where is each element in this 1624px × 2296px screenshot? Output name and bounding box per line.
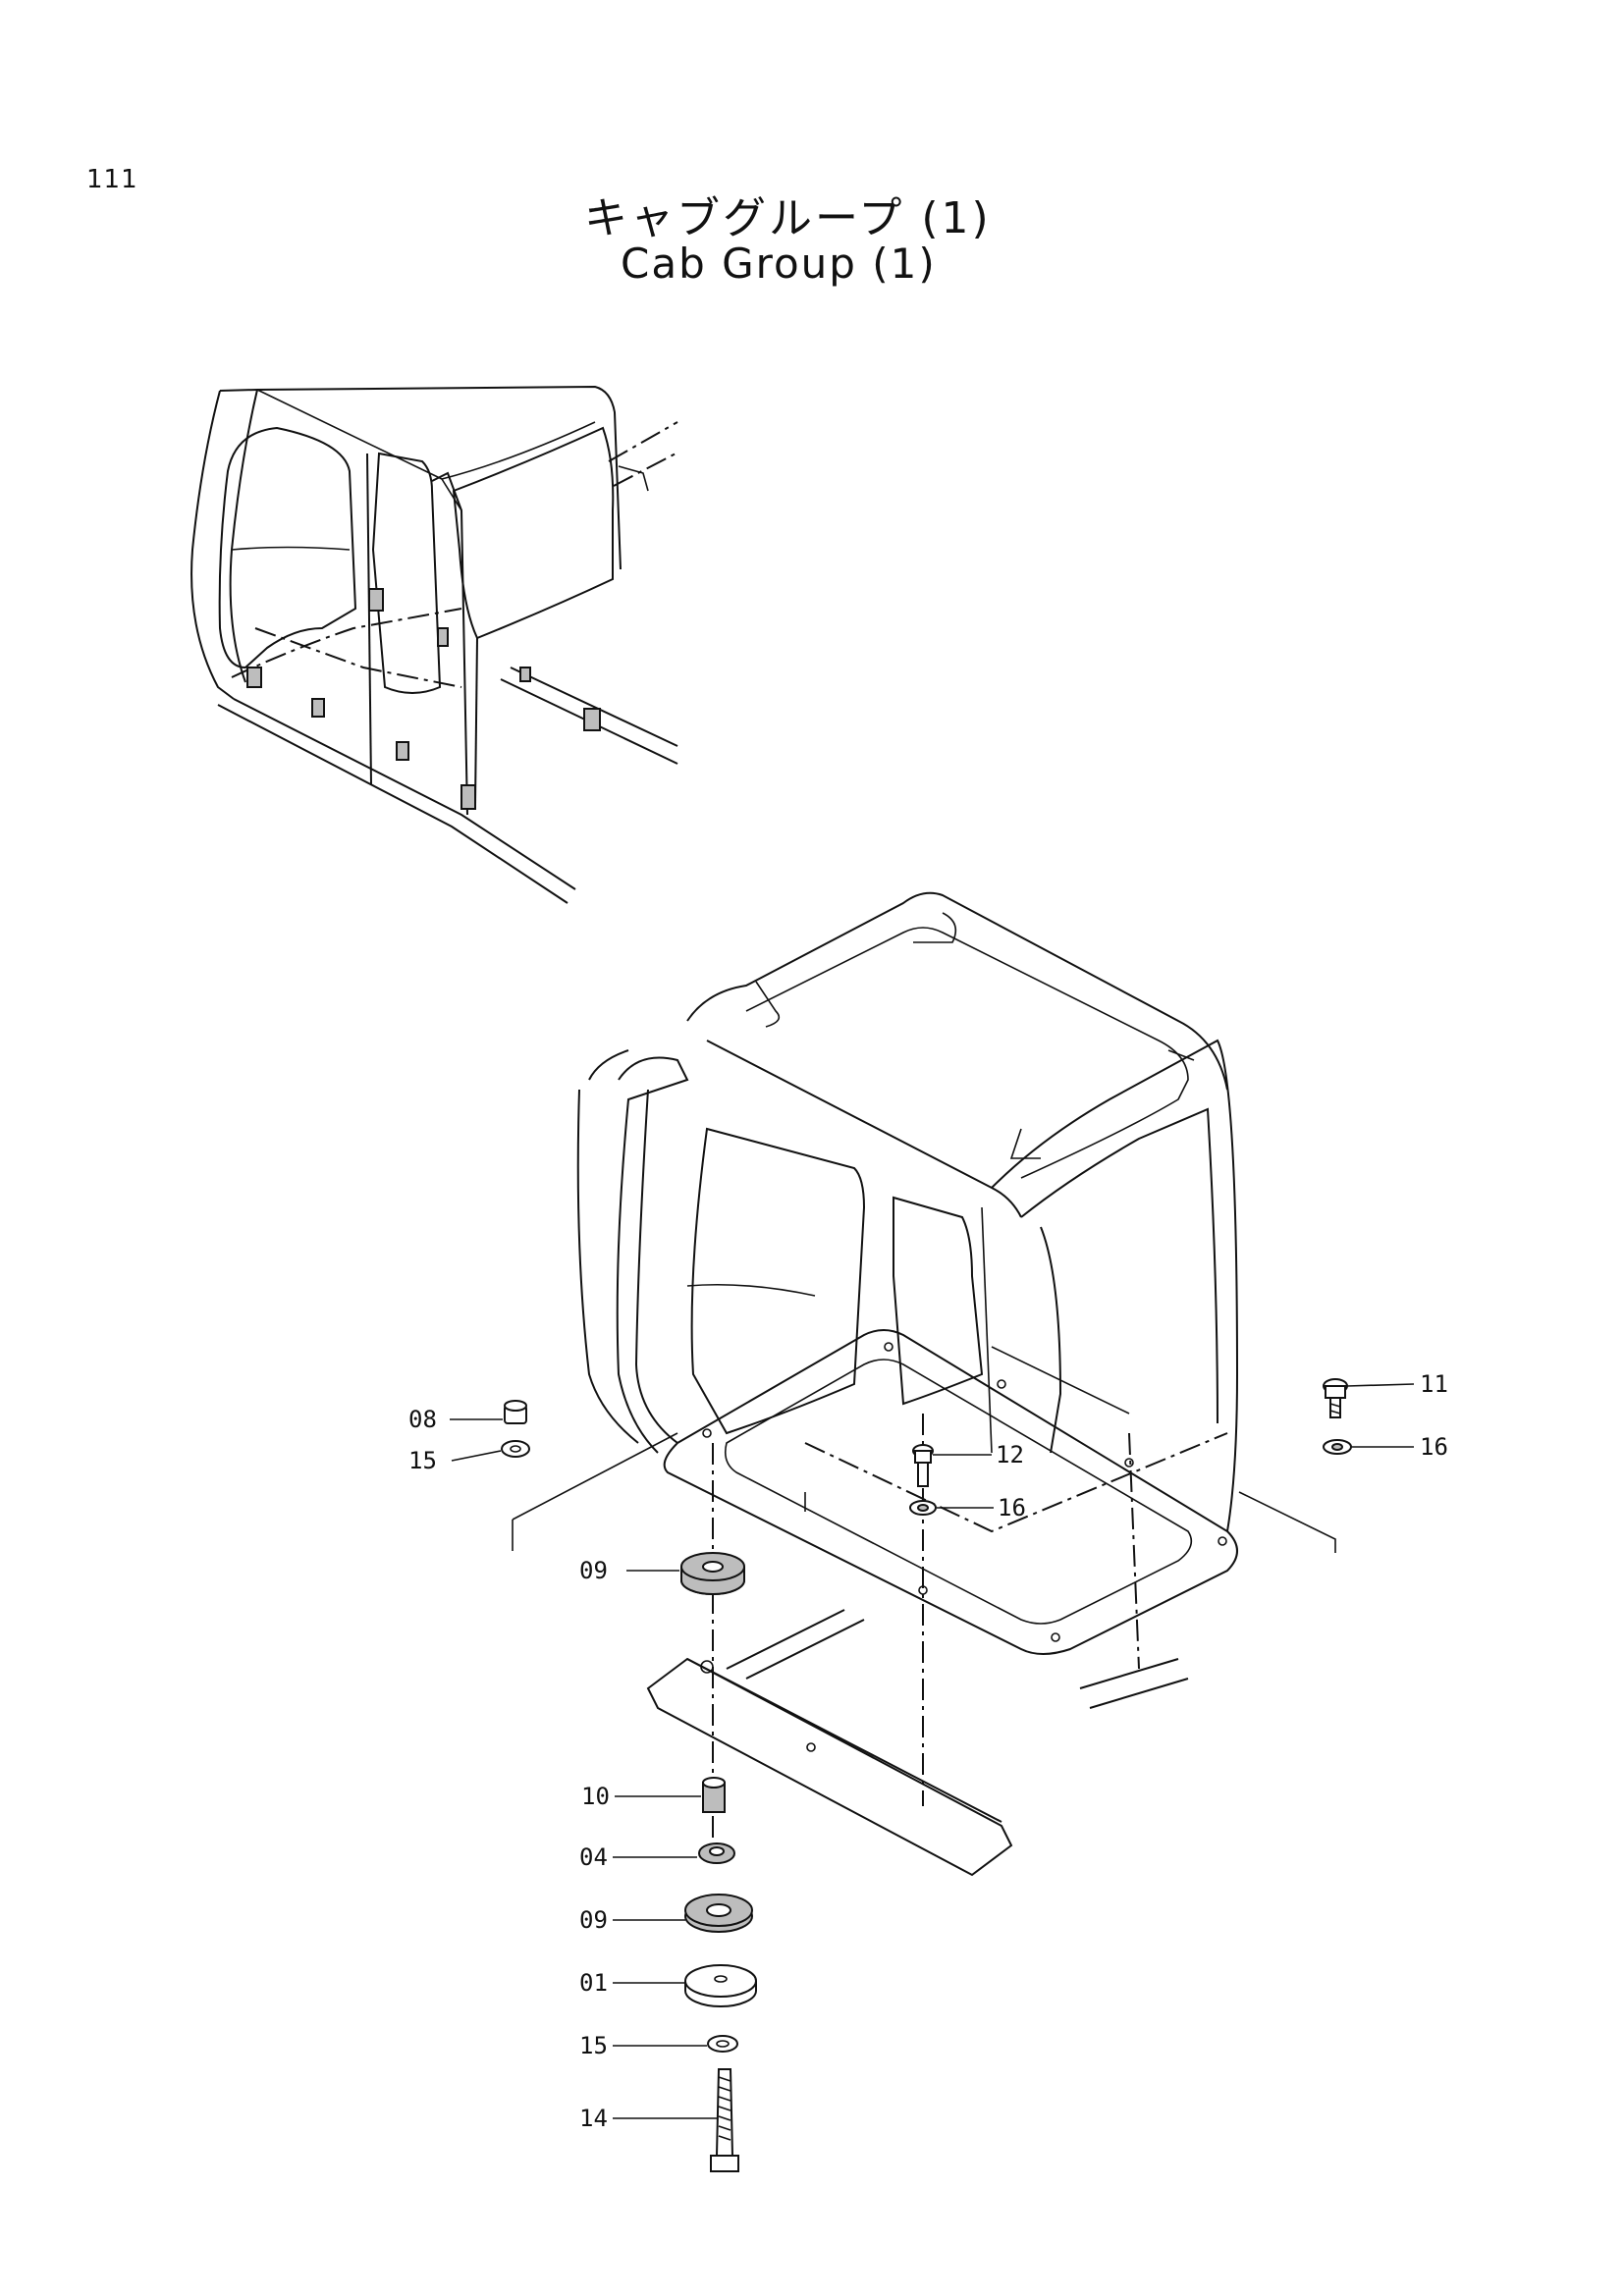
part-09-cushion-lower	[684, 1894, 753, 1933]
callout-12: 12	[996, 1441, 1024, 1468]
inset-cab-view	[190, 385, 680, 904]
callout-01: 01	[579, 1969, 608, 1997]
part-01-plate	[684, 1964, 757, 2007]
callout-04: 04	[579, 1843, 608, 1871]
callout-14: 14	[579, 2105, 608, 2132]
callout-09-upper: 09	[579, 1557, 608, 1584]
callout-11: 11	[1420, 1370, 1448, 1398]
callout-09-lower: 09	[579, 1906, 608, 1934]
part-11-bolt	[1323, 1378, 1348, 1418]
assembly-lines	[512, 1346, 1336, 1845]
title-japanese: キャブグループ (1)	[584, 193, 992, 243]
page-number: 111	[86, 165, 138, 194]
part-10-collar	[702, 1777, 726, 1813]
part-15-washer-upper	[501, 1440, 530, 1458]
frame-rail	[646, 1609, 1189, 1877]
leader-lines	[450, 1383, 1415, 2119]
callout-15-lower: 15	[579, 2032, 608, 2059]
part-14-bolt	[710, 2068, 739, 2172]
main-cab-body	[576, 891, 1239, 1655]
part-09-cushion-upper	[680, 1552, 745, 1595]
callout-16-middle: 16	[998, 1494, 1026, 1522]
part-04-spacer	[698, 1842, 735, 1864]
part-16-washer-right	[1323, 1439, 1352, 1455]
callout-08: 08	[408, 1406, 437, 1433]
part-08-nut	[504, 1400, 527, 1424]
callout-16-right: 16	[1420, 1433, 1448, 1461]
title-english: Cab Group (1)	[621, 240, 937, 288]
part-15-washer-lower	[707, 2035, 738, 2053]
callout-10: 10	[581, 1783, 610, 1810]
part-16-washer-middle	[909, 1500, 937, 1516]
exploded-parts	[501, 1378, 1352, 2172]
callout-15-upper: 15	[408, 1447, 437, 1474]
part-12-bolt	[912, 1444, 934, 1487]
callout-labels: 08 15 09 10 04 09 01 15 14 12 16 11 16	[408, 1370, 1448, 2132]
